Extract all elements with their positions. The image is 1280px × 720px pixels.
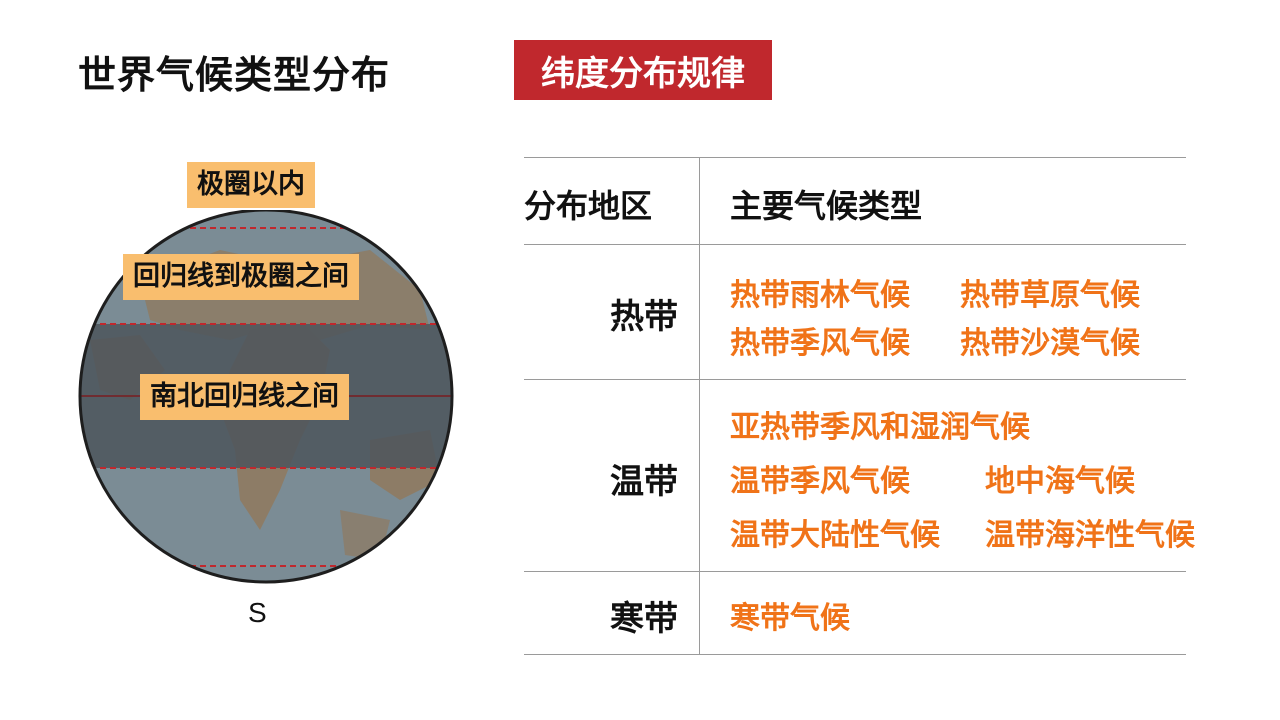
header-climate-type: 主要气候类型 [730,187,923,225]
zone-tropical: 热带 [610,297,678,337]
table-rule [524,157,1186,158]
polar-zone-label: 极圈以内 [187,162,315,208]
subtitle-badge: 纬度分布规律 [514,40,772,100]
climate-item: 温带季风气候 [730,464,910,499]
climate-item: 寒带气候 [730,601,850,636]
south-pole-marker: S [248,597,267,628]
table-rule [524,379,1186,380]
header-region: 分布地区 [524,187,653,225]
climate-item: 温带海洋性气候 [985,518,1195,553]
zone-temperate: 温带 [610,462,678,502]
climate-item: 热带季风气候 [730,326,910,361]
temperate-zone-label: 回归线到极圈之间 [123,254,359,300]
climate-item: 地中海气候 [985,464,1135,499]
climate-item: 亚热带季风和湿润气候 [730,410,1030,445]
climate-item: 温带大陆性气候 [730,518,940,553]
climate-item: 热带雨林气候 [730,278,910,313]
page-title: 世界气候类型分布 [78,53,391,97]
climate-table: 分布地区 主要气候类型 热带 热带雨林气候 热带草原气候 热带季风气候 热带沙漠… [524,157,1195,655]
zone-cold: 寒带 [610,599,678,639]
climate-item: 热带沙漠气候 [960,326,1140,361]
table-column-divider [699,157,700,655]
table-rule [524,654,1186,655]
climate-item: 热带草原气候 [960,278,1140,313]
table-rule [524,244,1186,245]
table-rule [524,571,1186,572]
tropical-zone-label: 南北回归线之间 [140,374,349,420]
